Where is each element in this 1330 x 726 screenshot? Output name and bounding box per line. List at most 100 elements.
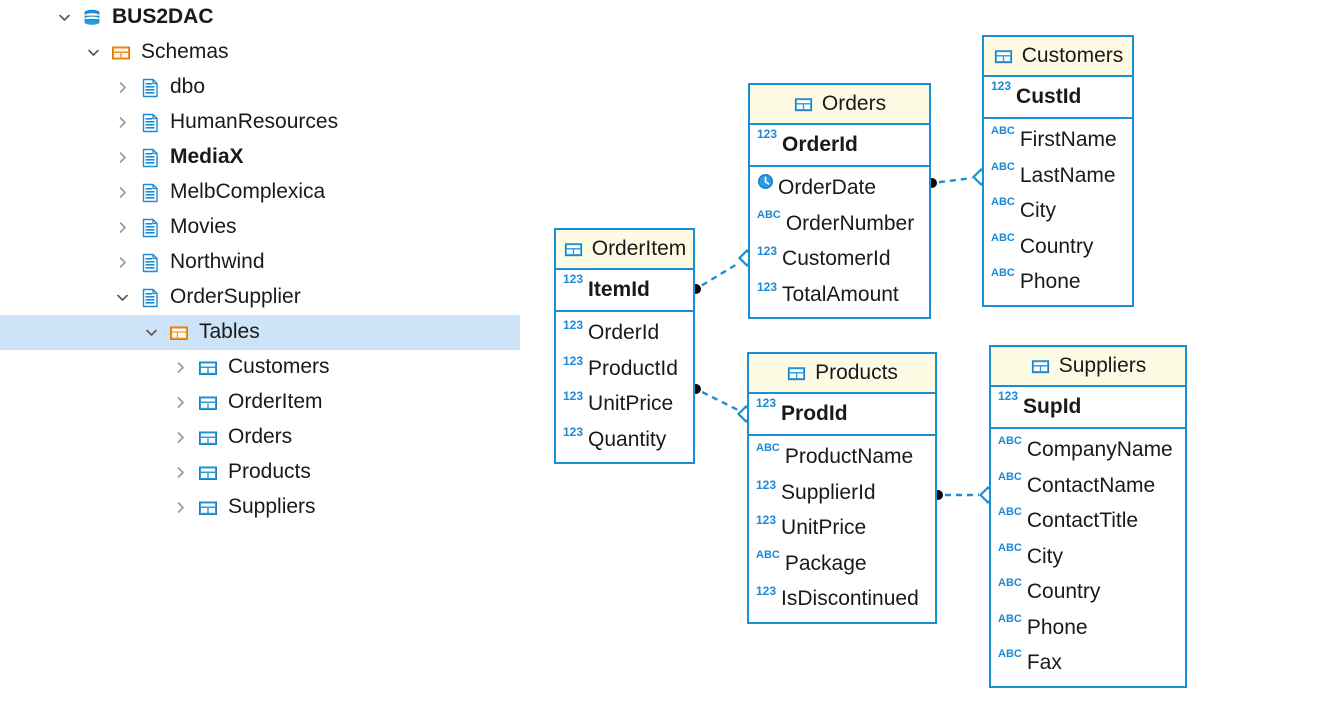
relationship-orders-customers	[927, 167, 991, 188]
tree-item-tables[interactable]: Tables	[0, 315, 520, 350]
tree-item-orderitem[interactable]: OrderItem	[0, 385, 520, 420]
tree-item-melbcomplexica[interactable]: MelbComplexica	[0, 175, 520, 210]
chevron-right-icon[interactable]	[173, 500, 188, 515]
chevron-right-icon[interactable]	[115, 255, 130, 270]
text-type-icon: ABC	[991, 160, 1015, 173]
tree-item-ordersupplier[interactable]: OrderSupplier	[0, 280, 520, 315]
column-name: ProductName	[784, 445, 914, 469]
table-icon	[197, 462, 219, 484]
tree-item-northwind[interactable]: Northwind	[0, 245, 520, 280]
schema-icon	[139, 182, 161, 204]
relationship-orderitem-orders	[691, 248, 757, 294]
schema-icon	[139, 252, 161, 274]
entity-header: Customers	[984, 37, 1132, 77]
tree-item-orders[interactable]: Orders	[0, 420, 520, 455]
chevron-right-icon[interactable]	[115, 150, 130, 165]
tree-item-suppliers[interactable]: Suppliers	[0, 490, 520, 525]
chevron-down-icon[interactable]	[115, 290, 130, 305]
chevron-right-icon[interactable]	[173, 465, 188, 480]
database-icon	[81, 7, 103, 29]
column-name: OrderNumber	[785, 211, 915, 235]
table-icon	[793, 94, 814, 115]
column-row-pk[interactable]: 123 SupId	[991, 387, 1185, 427]
chevron-right-icon[interactable]	[173, 395, 188, 410]
tree-item-movies[interactable]: Movies	[0, 210, 520, 245]
entity-header: OrderItem	[556, 230, 693, 270]
column-name: SupId	[1023, 394, 1082, 418]
number-type-icon: 123	[998, 389, 1019, 403]
chevron-right-icon[interactable]	[173, 430, 188, 445]
chevron-right-icon[interactable]	[173, 360, 188, 375]
chevron-right-icon[interactable]	[115, 80, 130, 95]
tree-item-mediax[interactable]: MediaX	[0, 140, 520, 175]
text-type-icon: ABC	[991, 196, 1015, 208]
schemas-icon	[110, 42, 132, 64]
table-icon	[993, 46, 1014, 67]
chevron-right-icon[interactable]	[115, 185, 130, 200]
column-name: CompanyName	[1026, 438, 1173, 462]
entity-header: Suppliers	[991, 347, 1185, 387]
tree-item-label: MediaX	[170, 145, 244, 168]
chevron-down-icon[interactable]	[86, 45, 101, 60]
tree-item-dbo[interactable]: dbo	[0, 70, 520, 105]
tree-item-customers[interactable]: Customers	[0, 350, 520, 385]
tree-item-schemas[interactable]: Schemas	[0, 35, 520, 70]
text-type-icon: ABC	[991, 125, 1015, 137]
column-name: City	[1026, 544, 1064, 568]
text-type-icon: ABC	[998, 577, 1022, 589]
entity-name: Customers	[1021, 44, 1124, 67]
schema-icon	[139, 112, 161, 134]
chevron-down-icon[interactable]	[144, 325, 159, 340]
chevron-right-icon[interactable]	[115, 220, 130, 235]
tree-item-bus2dac[interactable]: BUS2DAC	[0, 0, 520, 35]
schema-icon	[139, 147, 161, 169]
column-name: SupplierId	[781, 480, 876, 504]
tree-item-products[interactable]: Products	[0, 455, 520, 490]
schema-icon	[139, 77, 161, 99]
chevron-right-icon[interactable]	[115, 115, 130, 130]
column-row[interactable]: OrderDate	[750, 171, 929, 207]
schema-icon	[139, 287, 161, 309]
tree-item-label: MelbComplexica	[170, 180, 326, 203]
chevron-down-icon[interactable]	[57, 10, 72, 25]
tree-item-humanresources[interactable]: HumanResources	[0, 105, 520, 140]
